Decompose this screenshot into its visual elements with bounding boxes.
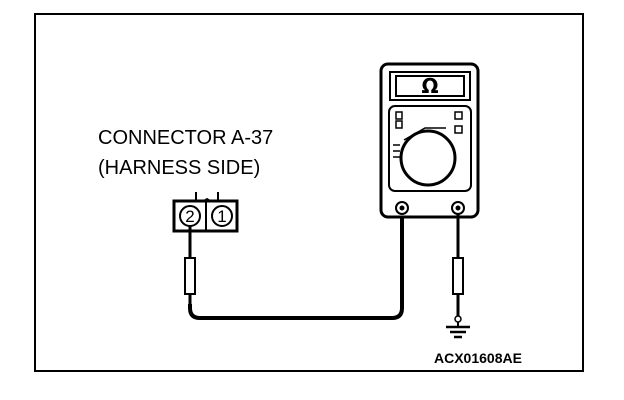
ohm-symbol: Ω: [421, 74, 438, 98]
pin-1-label: 1: [217, 207, 226, 226]
ground-icon: [446, 315, 470, 339]
test-lead-wire: [188, 210, 404, 320]
pin-2-label: 2: [185, 207, 194, 226]
connector-a37: 2 1: [172, 192, 239, 233]
figure-id: ACX01608AE: [434, 350, 522, 366]
multimeter: Ω: [379, 62, 480, 219]
pin-1-terminal: [211, 205, 233, 227]
probe-connector-side: [184, 226, 196, 304]
diagram-frame: [34, 13, 584, 372]
connector-side-label: (HARNESS SIDE): [98, 157, 261, 179]
selector-dial: [399, 129, 457, 187]
probe-ground-side: [452, 214, 464, 316]
connector-name-label: CONNECTOR A-37: [98, 127, 274, 149]
